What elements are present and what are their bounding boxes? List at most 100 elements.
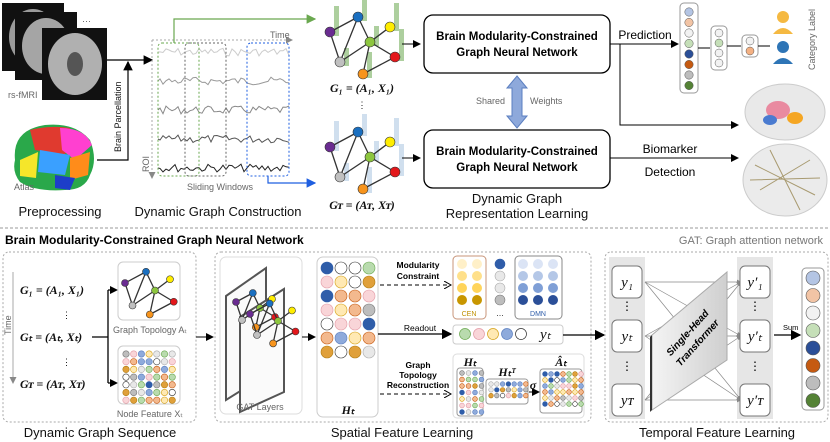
feature-cell <box>465 396 472 402</box>
feature-cell <box>122 358 130 366</box>
modularity-line1: Modularity <box>397 260 440 270</box>
graph-edge <box>362 156 371 190</box>
feature-bar <box>394 3 399 31</box>
feature-cell <box>542 383 548 389</box>
feature-cell <box>566 377 572 383</box>
feature-bar <box>367 52 372 78</box>
feature-cell <box>572 377 578 383</box>
time-series-panel <box>148 36 293 179</box>
atlas-to-series-arrow <box>97 60 133 161</box>
shared-weights-arrow <box>505 75 529 129</box>
feature-bar <box>399 29 404 61</box>
graph-node <box>364 36 376 48</box>
recon-h-label: Hₜ <box>463 355 478 369</box>
feature-bar <box>362 0 367 21</box>
feature-cell <box>130 373 138 381</box>
feature-cell <box>145 365 153 373</box>
feature-cell <box>137 350 145 358</box>
other-node <box>494 294 506 306</box>
y-prime-token-label: y′₁ <box>745 275 762 291</box>
cen-label: CEN <box>462 311 477 318</box>
yt-node <box>501 328 513 340</box>
recon-line3: Reconstruction <box>387 380 449 390</box>
brain-biomarker-image-top <box>744 83 826 141</box>
gat-graph-front <box>246 299 300 348</box>
y-prime-token-box <box>739 383 771 417</box>
feature-cell <box>459 389 465 396</box>
feature-bar <box>399 144 404 176</box>
feature-cell <box>153 381 161 389</box>
graph-edge <box>339 41 371 63</box>
feature-cell <box>548 377 554 383</box>
graph-edge <box>256 303 271 336</box>
feature-cell <box>478 383 485 389</box>
feature-cell <box>459 402 465 409</box>
sliding-window-last <box>246 42 290 177</box>
topology-graph <box>121 267 178 319</box>
graph-node <box>334 56 346 68</box>
feature-cell <box>168 381 176 389</box>
mlp-node <box>745 36 755 46</box>
feature-cell <box>472 402 478 409</box>
dmn-node <box>518 295 528 305</box>
feature-cell <box>137 388 145 396</box>
roi-signal <box>157 163 290 173</box>
feature-cell <box>348 331 362 345</box>
feature-cell <box>578 377 584 383</box>
mlp-node <box>684 28 694 38</box>
feature-cell <box>494 381 500 387</box>
graph-node <box>357 68 369 80</box>
feature-cell <box>348 275 362 289</box>
recon-line2: Topology <box>399 370 437 380</box>
feature-cell <box>548 389 554 395</box>
y-vdots: ⋮ <box>621 299 633 313</box>
feature-cell <box>145 350 153 358</box>
fmri-label: rs-fMRI <box>8 90 38 100</box>
fmri-stack <box>2 3 107 100</box>
feature-cell <box>153 373 161 381</box>
topology-label: Graph Topology Aₜ <box>113 325 187 335</box>
yt-label: yₜ <box>538 327 552 343</box>
feature-cell <box>153 365 161 373</box>
mlp-node <box>684 18 694 27</box>
mlp-node <box>684 49 694 59</box>
feature-cell <box>465 383 472 389</box>
y-prime-token-label: y′ₜ <box>746 329 763 345</box>
feature-cell <box>348 303 362 317</box>
graph-node <box>389 51 401 63</box>
feature-cell <box>334 275 348 289</box>
sliding-window-first <box>157 42 200 177</box>
graph-node <box>384 136 396 148</box>
feature-cell <box>478 409 485 415</box>
feature-cell <box>572 395 578 401</box>
feature-cell <box>348 261 362 275</box>
sequence-g1: G₁ = (A₁, X₁) <box>20 283 84 297</box>
mlp-node <box>684 7 694 17</box>
feature-cell <box>168 388 176 396</box>
h-matrix <box>320 261 376 359</box>
gat-note: GAT: Graph attention network <box>679 235 824 247</box>
feature-cell <box>362 275 376 289</box>
graph-node <box>291 327 300 336</box>
graph-vdots: ⋮ <box>358 100 367 110</box>
feature-cell <box>168 358 176 366</box>
feature-cell <box>472 370 478 376</box>
mlp-node <box>684 60 694 69</box>
feature-cell <box>122 373 130 381</box>
network-top-line1: Brain Modularity-Constrained <box>436 31 598 43</box>
fmri-ellipsis: ⋯ <box>82 16 91 26</box>
feature-bar <box>394 118 399 146</box>
feature-cell <box>560 371 566 377</box>
dmn-node <box>548 271 558 281</box>
feature-cell <box>320 275 334 289</box>
feature-cell <box>465 409 472 415</box>
feature-cell <box>478 389 485 396</box>
feature-cell <box>554 383 560 389</box>
feature-cell <box>500 387 506 393</box>
feature-cell <box>523 381 529 387</box>
cen-node <box>457 271 467 281</box>
feature-cell <box>137 396 145 404</box>
feature-cell <box>578 383 584 389</box>
graph-node <box>324 141 336 153</box>
